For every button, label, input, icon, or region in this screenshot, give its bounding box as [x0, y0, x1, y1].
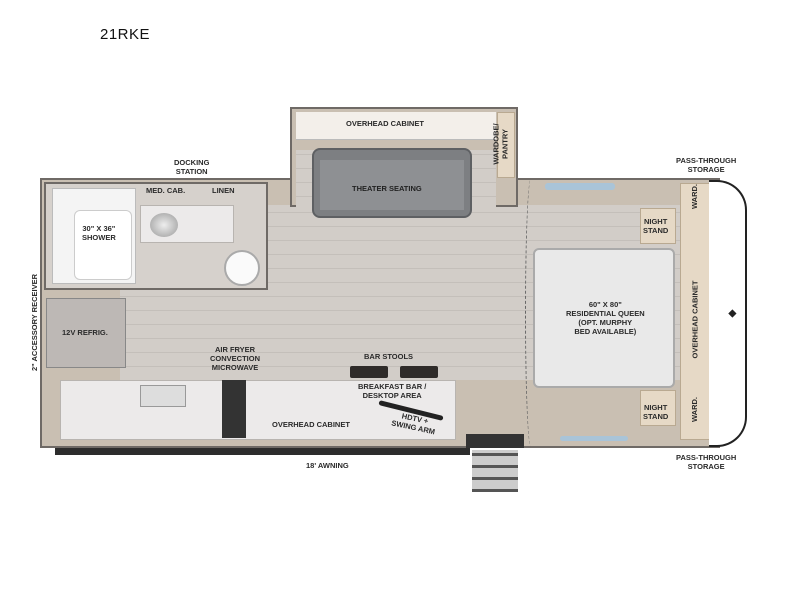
accessory-receiver-label: 2" ACCESSORY RECEIVER — [30, 273, 40, 372]
floorplan-title: 21RKE — [100, 26, 151, 43]
theater-seating-label: THEATER SEATING — [352, 184, 422, 193]
night-stand-top-label: NIGHT STAND — [643, 217, 669, 235]
microwave-label: AIR FRYER CONVECTION MICROWAVE — [210, 345, 261, 372]
bed-label: 60" X 80" RESIDENTIAL QUEEN (OPT. MURPHY… — [566, 300, 645, 336]
entry-steps — [472, 450, 518, 492]
night-stand-bottom-label: NIGHT STAND — [643, 403, 669, 421]
ward-bottom-label: WARD. — [690, 397, 699, 422]
med-cab-label: MED. CAB. — [146, 186, 186, 195]
refrigerator-label: 12V REFRIG. — [62, 328, 108, 337]
ember-logo: ◆ — [727, 306, 738, 318]
pass-through-storage-top-label: PASS-THROUGH STORAGE — [676, 156, 737, 174]
entry-door[interactable] — [466, 434, 524, 448]
awning — [55, 448, 470, 455]
cooktop-icon — [222, 380, 246, 438]
sink-icon — [150, 213, 178, 237]
bar-stool — [350, 366, 388, 378]
window — [545, 183, 615, 190]
window — [560, 436, 628, 441]
kitchen-counter — [60, 380, 456, 440]
front-cap — [709, 180, 747, 447]
ward-top-label: WARD. — [690, 184, 699, 209]
overhead-cabinet-slide — [296, 112, 496, 140]
refrigerator — [46, 298, 126, 368]
bar-stool — [400, 366, 438, 378]
front-cabinets — [680, 183, 710, 440]
linen-label: LINEN — [212, 186, 235, 195]
wardrobe-pantry — [497, 112, 515, 178]
shower-pan — [74, 210, 132, 280]
night-stand — [640, 208, 676, 244]
pass-through-storage-bottom-label: PASS-THROUGH STORAGE — [676, 453, 737, 471]
night-stand — [640, 390, 676, 426]
room-divider — [525, 178, 537, 448]
overhead-cabinet-kitchen-label: OVERHEAD CABINET — [272, 420, 350, 429]
seat-cushion — [320, 160, 464, 210]
shower-label: 30" X 36" SHOWER — [82, 224, 116, 242]
queen-bed — [533, 248, 675, 388]
kitchen-sink-icon — [140, 385, 186, 407]
breakfast-bar-label: BREAKFAST BAR / DESKTOP AREA — [358, 382, 427, 400]
overhead-cabinet-slide-label: OVERHEAD CABINET — [346, 119, 424, 128]
bar-stools-label: BAR STOOLS — [364, 352, 414, 361]
toilet-icon — [224, 250, 260, 286]
overhead-cabinet-front-label: OVERHEAD CABINET — [690, 280, 700, 359]
wardrobe-pantry-label: WARDOBE/ PANTRY — [491, 123, 510, 165]
docking-station-label: DOCKING STATION — [174, 158, 210, 176]
awning-label: 18' AWNING — [306, 461, 349, 470]
